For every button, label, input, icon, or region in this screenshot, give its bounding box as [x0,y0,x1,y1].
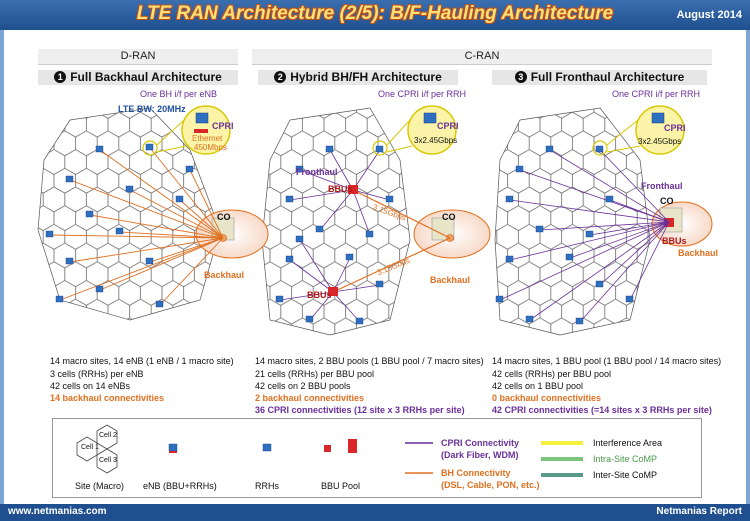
legend-bh-title: BH Connectivity [441,468,511,478]
legend-interference-label: Interference Area [593,438,663,448]
legend-graphics [76,424,583,477]
panel-2-hex-grid [261,107,411,336]
panel-1-zoom-rrh [195,112,209,124]
footer-bar: www.netmanias.com Netmanias Report [0,504,750,521]
panel-2-bbu-pool-b [328,287,338,296]
legend-bbu-pool-label: BBU Pool [321,481,361,491]
panel-3-zoom-rate: 3x2.45Gbps [638,137,682,146]
report-date: August 2014 [676,9,742,21]
legend-site-label: Site (Macro) [75,481,125,491]
panel-1-co-label: CO [217,212,231,222]
panel-2-rrh-icons [275,145,394,325]
panel-1-stat-1: 14 macro sites, 14 eNB (1 eNB / 1 macro … [50,356,234,366]
panel-1-backhaul-lines [49,147,224,306]
panel-2-co-label: CO [442,212,456,222]
panel-2-zoom-rrh [423,112,437,124]
panel-1-backhaul-label: Backhaul [204,270,245,280]
panel-3-backhaul-label: Backhaul [678,248,719,258]
legend-site-hex-3 [96,448,118,474]
panel-2-zoom-source [372,140,388,156]
panel-3-stat-4: 0 backhaul connectivities [492,393,602,403]
footer-report: Netmanias Report [656,506,742,517]
legend-intra-label: Intra-Site CoMP [593,454,658,464]
panel-3-co-label: CO [660,196,674,206]
panel-2-stat-2: 21 cells (RRHs) per BBU pool [255,369,375,379]
panel-2-zoom-rate: 3x2.45Gbps [414,136,458,145]
legend-cpri-detail: (Dark Fiber, WDM) [441,450,519,460]
panel-1-stat-2: 3 cells (RRHs) per eNB [50,369,144,379]
legend-cell-1: Cell 1 [81,444,99,451]
page-title: LTE RAN Architecture (2/5): B/F-Hauling … [136,3,614,24]
legend-enb-icon [168,443,178,452]
legend-enb-label: eNB (BBU+RRHs) [143,481,217,491]
panel-2-backhaul-b [332,237,451,293]
panel-3-fronthaul-label: Fronthaul [641,181,683,191]
legend-bbu-icon-large [348,439,357,453]
panel-3-zoom-cpri: CPRI [664,123,686,133]
header-bar: LTE RAN Architecture (2/5): B/F-Hauling … [0,0,750,30]
panel-2-top-label: One CPRI i/f per RRH [378,89,467,99]
panel-1-zoom-cpri: CPRI [212,121,234,131]
panel-1-stat-3: 42 cells on 14 eNBs [50,381,131,391]
legend-cell-2: Cell 2 [99,432,117,439]
panel-2-fronthaul-lines [279,149,391,323]
panel-1-zoom-enb [194,129,208,133]
panel-3-top-label: One CPRI i/f per RRH [612,89,701,99]
panel-3-stat-3: 42 cells on 1 BBU pool [492,381,584,391]
legend-cell-3: Cell 3 [99,457,117,464]
panel-2-fronthaul-label: Fronthaul [296,167,338,177]
panel-2-bbu-pool-a [348,185,358,194]
panel-3-stat-1: 14 macro sites, 1 BBU pool (1 BBU pool /… [492,356,722,366]
panel-2-stat-1: 14 macro sites, 2 BBU pools (1 BBU pool … [255,356,484,366]
panel-2-bbus-b-label: BBUs [307,290,332,300]
panel-2-stat-3: 42 cells on 2 BBU pools [255,381,351,391]
legend-inter-label: Inter-Site CoMP [593,470,658,480]
panel-1-enb-icons [45,143,194,308]
legend-site-hex-2 [96,424,118,450]
panel-1-zoom-source [142,140,158,156]
panel-1-zoom-ethernet: Ethernet [192,134,223,143]
panel-2-backhaul-label: Backhaul [430,275,471,285]
panel-1-hex-grid [37,107,221,321]
panel-1-stat-4: 14 backhaul connectivities [50,393,165,403]
panel-1-top-label: One BH i/f per eNB [140,89,218,99]
panel-2-zoom-cpri: CPRI [437,121,459,131]
panel-2-stat-4: 2 backhaul connectivities [255,393,365,403]
panel-2-zoom-circle [407,105,457,155]
legend-bh-detail: (DSL, Cable, PON, etc.) [441,480,540,490]
legend-box: Cell 1 Cell 2 Cell 3 Site (Macro) eNB (B… [52,418,702,498]
panel-1-bw-label: LTE BW: 20MHz [118,104,186,114]
panel-2-backhaul-a [352,189,451,239]
footer-website: www.netmanias.com [8,506,107,517]
legend-cpri-title: CPRI Connectivity [441,438,520,448]
legend-rrhs-label: RRHs [255,481,279,491]
dran-section-label: D-RAN [38,49,238,65]
panel-3-stat-2: 42 cells (RRHs) per BBU pool [492,369,612,379]
panel-1-zoom-rate: 450Mbps [194,143,227,152]
right-stripe [746,30,750,504]
panel-2-stat-5: 36 CPRI connectivities (12 site x 3 RRHs… [255,405,465,415]
legend-rrh-icon [262,443,272,452]
panel-3-rrh-icons [495,145,634,325]
legend-bbu-icon-small [324,445,331,452]
panel-3-zoom-circle [635,105,685,155]
panel-2-bbus-a-label: BBUs [328,184,353,194]
cran-section-label: C-RAN [252,49,712,65]
panel-3-zoom-rrh [651,112,665,124]
panel-3-stat-5: 42 CPRI connectivities (=14 sites x 3 RR… [492,405,712,415]
left-stripe [0,30,4,504]
panel-3-zoom-source [592,140,608,156]
panel-3-bbus-label: BBUs [662,236,687,246]
panel-3-fronthaul-lines [499,149,670,323]
